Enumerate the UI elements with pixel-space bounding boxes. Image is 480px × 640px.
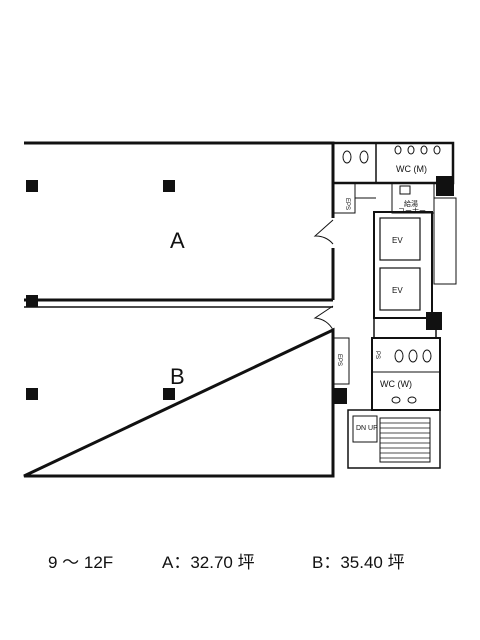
toilets-women <box>391 349 432 404</box>
ps-label: PS <box>374 351 380 359</box>
wc-men-label: WC (M) <box>396 164 427 174</box>
wc-women-label: WC (W) <box>380 379 412 389</box>
office-walls <box>23 141 335 478</box>
caption-unit-b-area: B：35.40 坪 <box>312 553 405 572</box>
stairs-label: DN UP <box>356 425 378 432</box>
toilets-men <box>342 145 441 195</box>
eps-lower-label: EPS <box>336 354 342 366</box>
eps-upper-label: EPS <box>344 198 350 210</box>
structural-columns <box>26 180 347 404</box>
core-walls <box>331 141 457 469</box>
elevator-1-label: EV <box>392 236 403 245</box>
kitchen-label-line2: コーナー <box>398 207 426 215</box>
caption-unit-a-area: A：32.70 坪 <box>162 553 255 572</box>
kitchen-label-line1: 給湯 <box>404 199 418 208</box>
floor-caption: 9 〜 12F A：32.70 坪 B：35.40 坪 <box>0 548 480 572</box>
unit-b-label: B <box>170 364 185 389</box>
office-doors <box>313 219 334 331</box>
elevator-2-label: EV <box>392 286 403 295</box>
unit-a-label: A <box>170 228 185 253</box>
caption-floors: 9 〜 12F <box>48 553 114 572</box>
floor-plan: A B WC (M) 給湯 コーナー EV EV EPS EPS PS WC (… <box>23 141 457 478</box>
stair-treads <box>380 422 430 459</box>
